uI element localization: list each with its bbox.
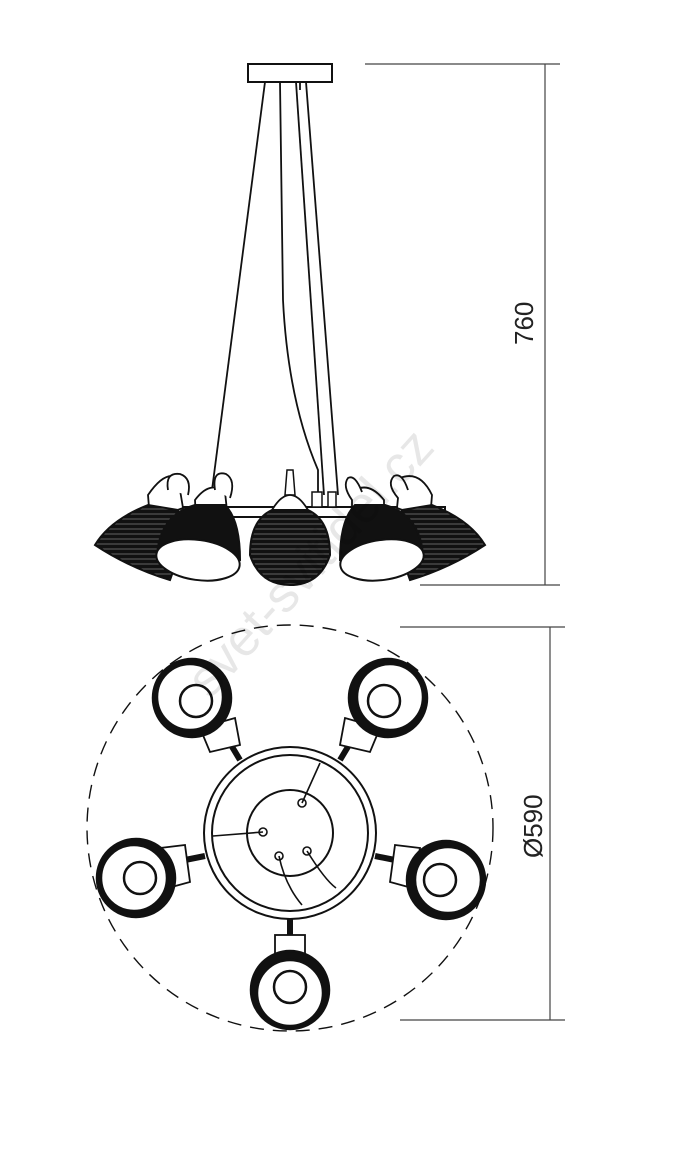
lamp-top-4 (389, 839, 487, 921)
diameter-circle (86, 624, 494, 1032)
top-lamps (95, 657, 487, 1031)
connectors (284, 469, 337, 508)
top-view (86, 624, 494, 1032)
central-ring (203, 746, 377, 920)
suspension-cables (211, 81, 339, 496)
diameter-label: Ø590 (518, 794, 548, 858)
height-dimension (365, 63, 560, 586)
lamp-top-2 (338, 657, 429, 754)
side-view (93, 63, 487, 587)
height-label: 760 (509, 302, 539, 345)
lamp-top-5 (249, 934, 331, 1031)
ceiling-canopy (247, 63, 333, 83)
lamp-top-1 (151, 657, 242, 754)
diameter-dimension (400, 626, 565, 1021)
lamp-shade-3 (248, 509, 332, 587)
lamp-shades (93, 503, 487, 587)
lamp-top-3 (95, 837, 191, 919)
